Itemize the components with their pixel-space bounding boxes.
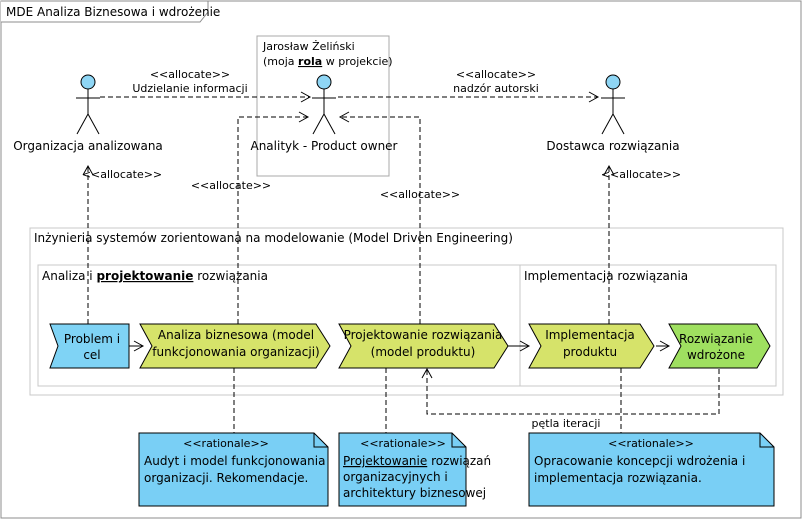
- svg-text:<<rationale>>: <<rationale>>: [183, 437, 269, 450]
- rationale-note-analysis: <<rationale>> Audyt i model funkcjonowan…: [138, 432, 329, 507]
- svg-text:Rozwiązanie: Rozwiązanie: [679, 332, 753, 346]
- step-problem: Problem i cel: [49, 323, 130, 369]
- allocate-dependencies: [82, 111, 615, 324]
- analyst-note-name: Jarosław Żeliński: [262, 40, 355, 53]
- implementation-partition-title: Implementacja rozwiązania: [524, 269, 688, 283]
- iteration-label: pętla iteracji: [532, 417, 601, 430]
- allocate-label: <<allocate>>: [601, 168, 681, 181]
- svg-text:architektury biznesowej: architektury biznesowej: [343, 486, 486, 500]
- allocate-label: <<allocate>>: [191, 179, 271, 192]
- actor-vendor-name: Dostawca rozwiązania: [546, 139, 679, 153]
- mde-title: Inżynieria systemów zorientowana na mode…: [34, 231, 513, 245]
- svg-text:organizacji. Rekomendacje.: organizacji. Rekomendacje.: [144, 471, 308, 485]
- rationale-note-design: <<rationale>> Projektowanie rozwiązań or…: [338, 432, 491, 507]
- svg-text:wdrożone: wdrożone: [687, 348, 745, 362]
- mde-container: Inżynieria systemów zorientowana na mode…: [29, 227, 784, 396]
- svg-text:implementacja rozwiązania.: implementacja rozwiązania.: [534, 471, 702, 485]
- allocate-label: <<allocate>>: [82, 168, 162, 181]
- dependency-design-analyst: [338, 111, 421, 324]
- rationale-note-implementation: <<rationale>> Opracowanie koncepcji wdro…: [528, 432, 775, 507]
- step-business-analysis: Analiza biznesowa (model funkcjonowania …: [139, 323, 331, 369]
- svg-text:(model produktu): (model produktu): [371, 345, 476, 359]
- svg-text:Audyt i model funkcjonowania: Audyt i model funkcjonowania: [144, 454, 325, 468]
- actor-client-name: Organizacja analizowana: [13, 139, 163, 153]
- svg-text:Opracowanie koncepcji wdrożeni: Opracowanie koncepcji wdrożenia i: [534, 454, 745, 468]
- note-connectors: [233, 368, 622, 433]
- svg-text:Projektowanie rozwiązania: Projektowanie rozwiązania: [344, 328, 503, 342]
- svg-text:<<rationale>>: <<rationale>>: [360, 437, 446, 450]
- allocate-label: <<allocate>>: [380, 188, 460, 201]
- relation-analyst-vendor: <<allocate>> nadzór autorski: [338, 68, 600, 103]
- svg-text:organizacyjnych i: organizacyjnych i: [343, 470, 448, 484]
- diagram-title: MDE Analiza Biznesowa i wdrożenie: [6, 5, 220, 19]
- step-implementation: Implementacja produktu: [528, 323, 655, 369]
- actor-client: [76, 74, 100, 135]
- actor-analyst-name: Analityk - Product owner: [250, 139, 397, 153]
- svg-text:Problem i: Problem i: [64, 332, 120, 346]
- analysis-partition-title: Analiza i projektowanie rozwiązania: [42, 269, 268, 283]
- actor-analyst: [312, 74, 336, 135]
- step-design: Projektowanie rozwiązania (model produkt…: [338, 323, 509, 369]
- relation-label: nadzór autorski: [453, 82, 539, 95]
- svg-text:<<rationale>>: <<rationale>>: [608, 437, 694, 450]
- allocate-label: <<allocate>>: [456, 68, 536, 81]
- allocate-label: <<allocate>>: [150, 68, 230, 81]
- actor-vendor: [601, 74, 625, 135]
- svg-text:Projektowanie rozwiązań: Projektowanie rozwiązań: [343, 454, 491, 468]
- svg-text:funkcjonowania organizacji): funkcjonowania organizacji): [152, 345, 319, 359]
- relation-client-analyst: <<allocate>> Udzielanie informacji: [100, 68, 312, 103]
- analyst-note-role: (moja rola w projekcie): [263, 55, 393, 68]
- svg-text:cel: cel: [83, 348, 100, 362]
- svg-text:Implementacja: Implementacja: [545, 328, 635, 342]
- relation-label: Udzielanie informacji: [132, 82, 247, 95]
- dependency-analysis-analyst: [237, 111, 310, 324]
- svg-text:produktu: produktu: [563, 345, 617, 359]
- iteration-loop: pętla iteracji: [421, 367, 720, 430]
- svg-text:Analiza biznesowa (model: Analiza biznesowa (model: [158, 328, 314, 342]
- step-deployed: Rozwiązanie wdrożone: [668, 323, 771, 369]
- analyst-note: Jarosław Żeliński (moja rola w projekcie…: [256, 35, 393, 177]
